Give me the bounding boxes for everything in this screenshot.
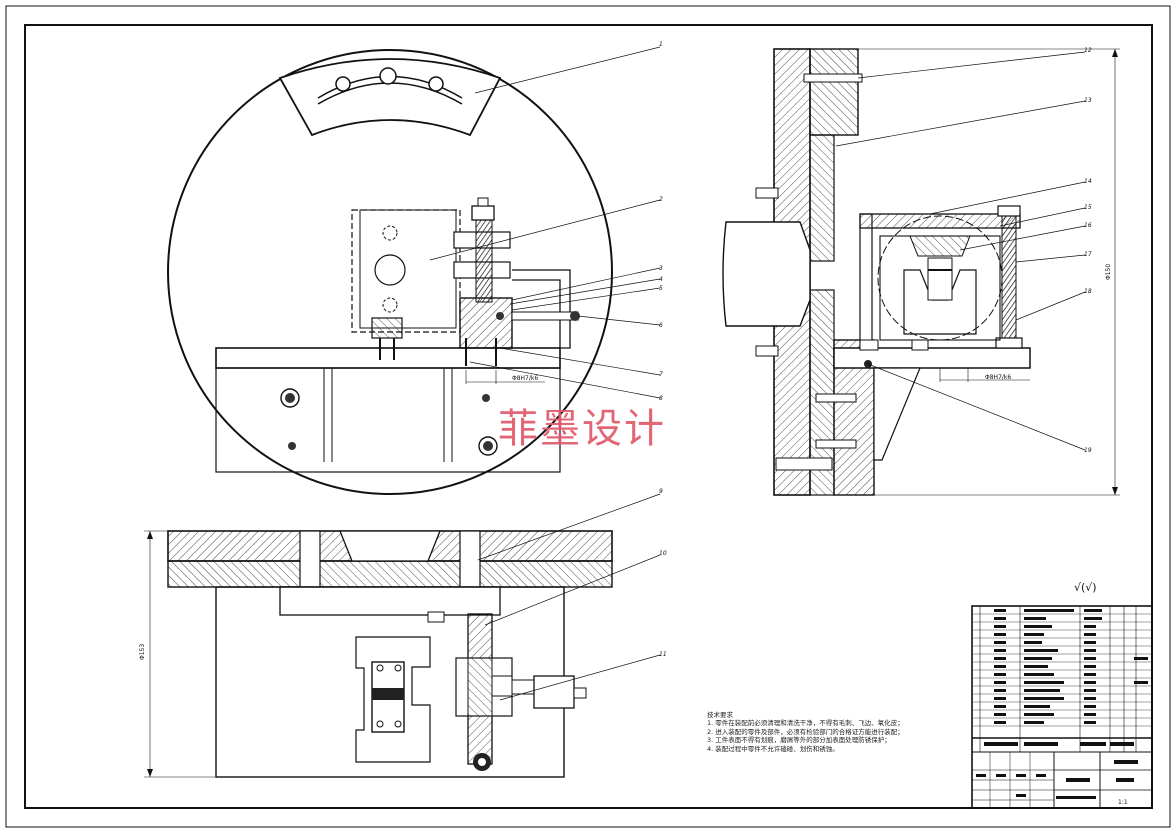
balloon-7: 7	[659, 371, 663, 378]
balloon-1: 1	[659, 41, 663, 48]
balloon-13: 13	[1084, 97, 1092, 104]
parts-list-text-bars	[976, 609, 1148, 799]
balloon-10: 10	[659, 550, 667, 557]
balloon-3: 3	[659, 265, 663, 272]
dim-right-height: Φ150	[1105, 264, 1112, 280]
balloon-14: 14	[1084, 178, 1092, 185]
balloon-19: 19	[1084, 447, 1092, 454]
note-line-2: 2. 进入装配的零件及部件，必须有检验部门的合格证方能进行装配；	[707, 727, 904, 736]
watermark-text: 菲墨设计	[498, 406, 666, 452]
side-section-view	[722, 48, 1120, 496]
note-line-3: 3. 工件表面不得有划痕，磨屑等外的部分加表面处理防锈保护；	[707, 736, 891, 745]
fit-left: Φ8H7/k6	[512, 375, 538, 382]
outer-border	[5, 5, 1171, 828]
balloon-numbers-left: 1 2 3 4 5 6 7 8 9 10 11	[659, 41, 667, 658]
technical-notes: 技术要求 1. 零件在装配前必须清理和清洗干净，不得有毛刺、飞边、氧化皮； 2.…	[707, 711, 937, 753]
sheet-scale: 1:1	[1118, 799, 1128, 806]
balloon-16: 16	[1084, 222, 1092, 229]
balloon-4: 4	[659, 276, 663, 283]
parts-list-table	[971, 605, 1153, 809]
balloon-11: 11	[659, 651, 667, 658]
note-line-4: 4. 装配过程中零件不允许磕碰、划伤和锈蚀。	[707, 744, 839, 753]
balloon-9: 9	[659, 488, 663, 495]
leaders-left	[429, 46, 661, 399]
balloon-5: 5	[659, 285, 663, 292]
fit-right: Φ8H7/k6	[985, 374, 1011, 381]
front-view-circle	[167, 49, 613, 495]
balloon-18: 18	[1084, 288, 1092, 295]
surface-roughness-symbol: √(√)	[1074, 581, 1097, 594]
balloon-12: 12	[1084, 47, 1092, 54]
balloon-numbers-right: 12 13 14 15 16 17 18 19	[1084, 47, 1092, 454]
top-view	[144, 530, 613, 778]
balloon-15: 15	[1084, 204, 1092, 211]
leaders-right	[835, 51, 1086, 451]
balloon-2: 2	[659, 196, 663, 203]
dim-left-height: Φ153	[139, 644, 146, 660]
notes-title: 技术要求	[707, 711, 733, 719]
note-line-1: 1. 零件在装配前必须清理和清洗干净，不得有毛刺、飞边、氧化皮；	[707, 719, 904, 728]
balloon-8: 8	[659, 395, 663, 402]
leaders-bottom	[477, 493, 661, 701]
inner-border	[24, 24, 1153, 809]
balloon-17: 17	[1084, 251, 1092, 258]
balloon-6: 6	[659, 322, 663, 329]
